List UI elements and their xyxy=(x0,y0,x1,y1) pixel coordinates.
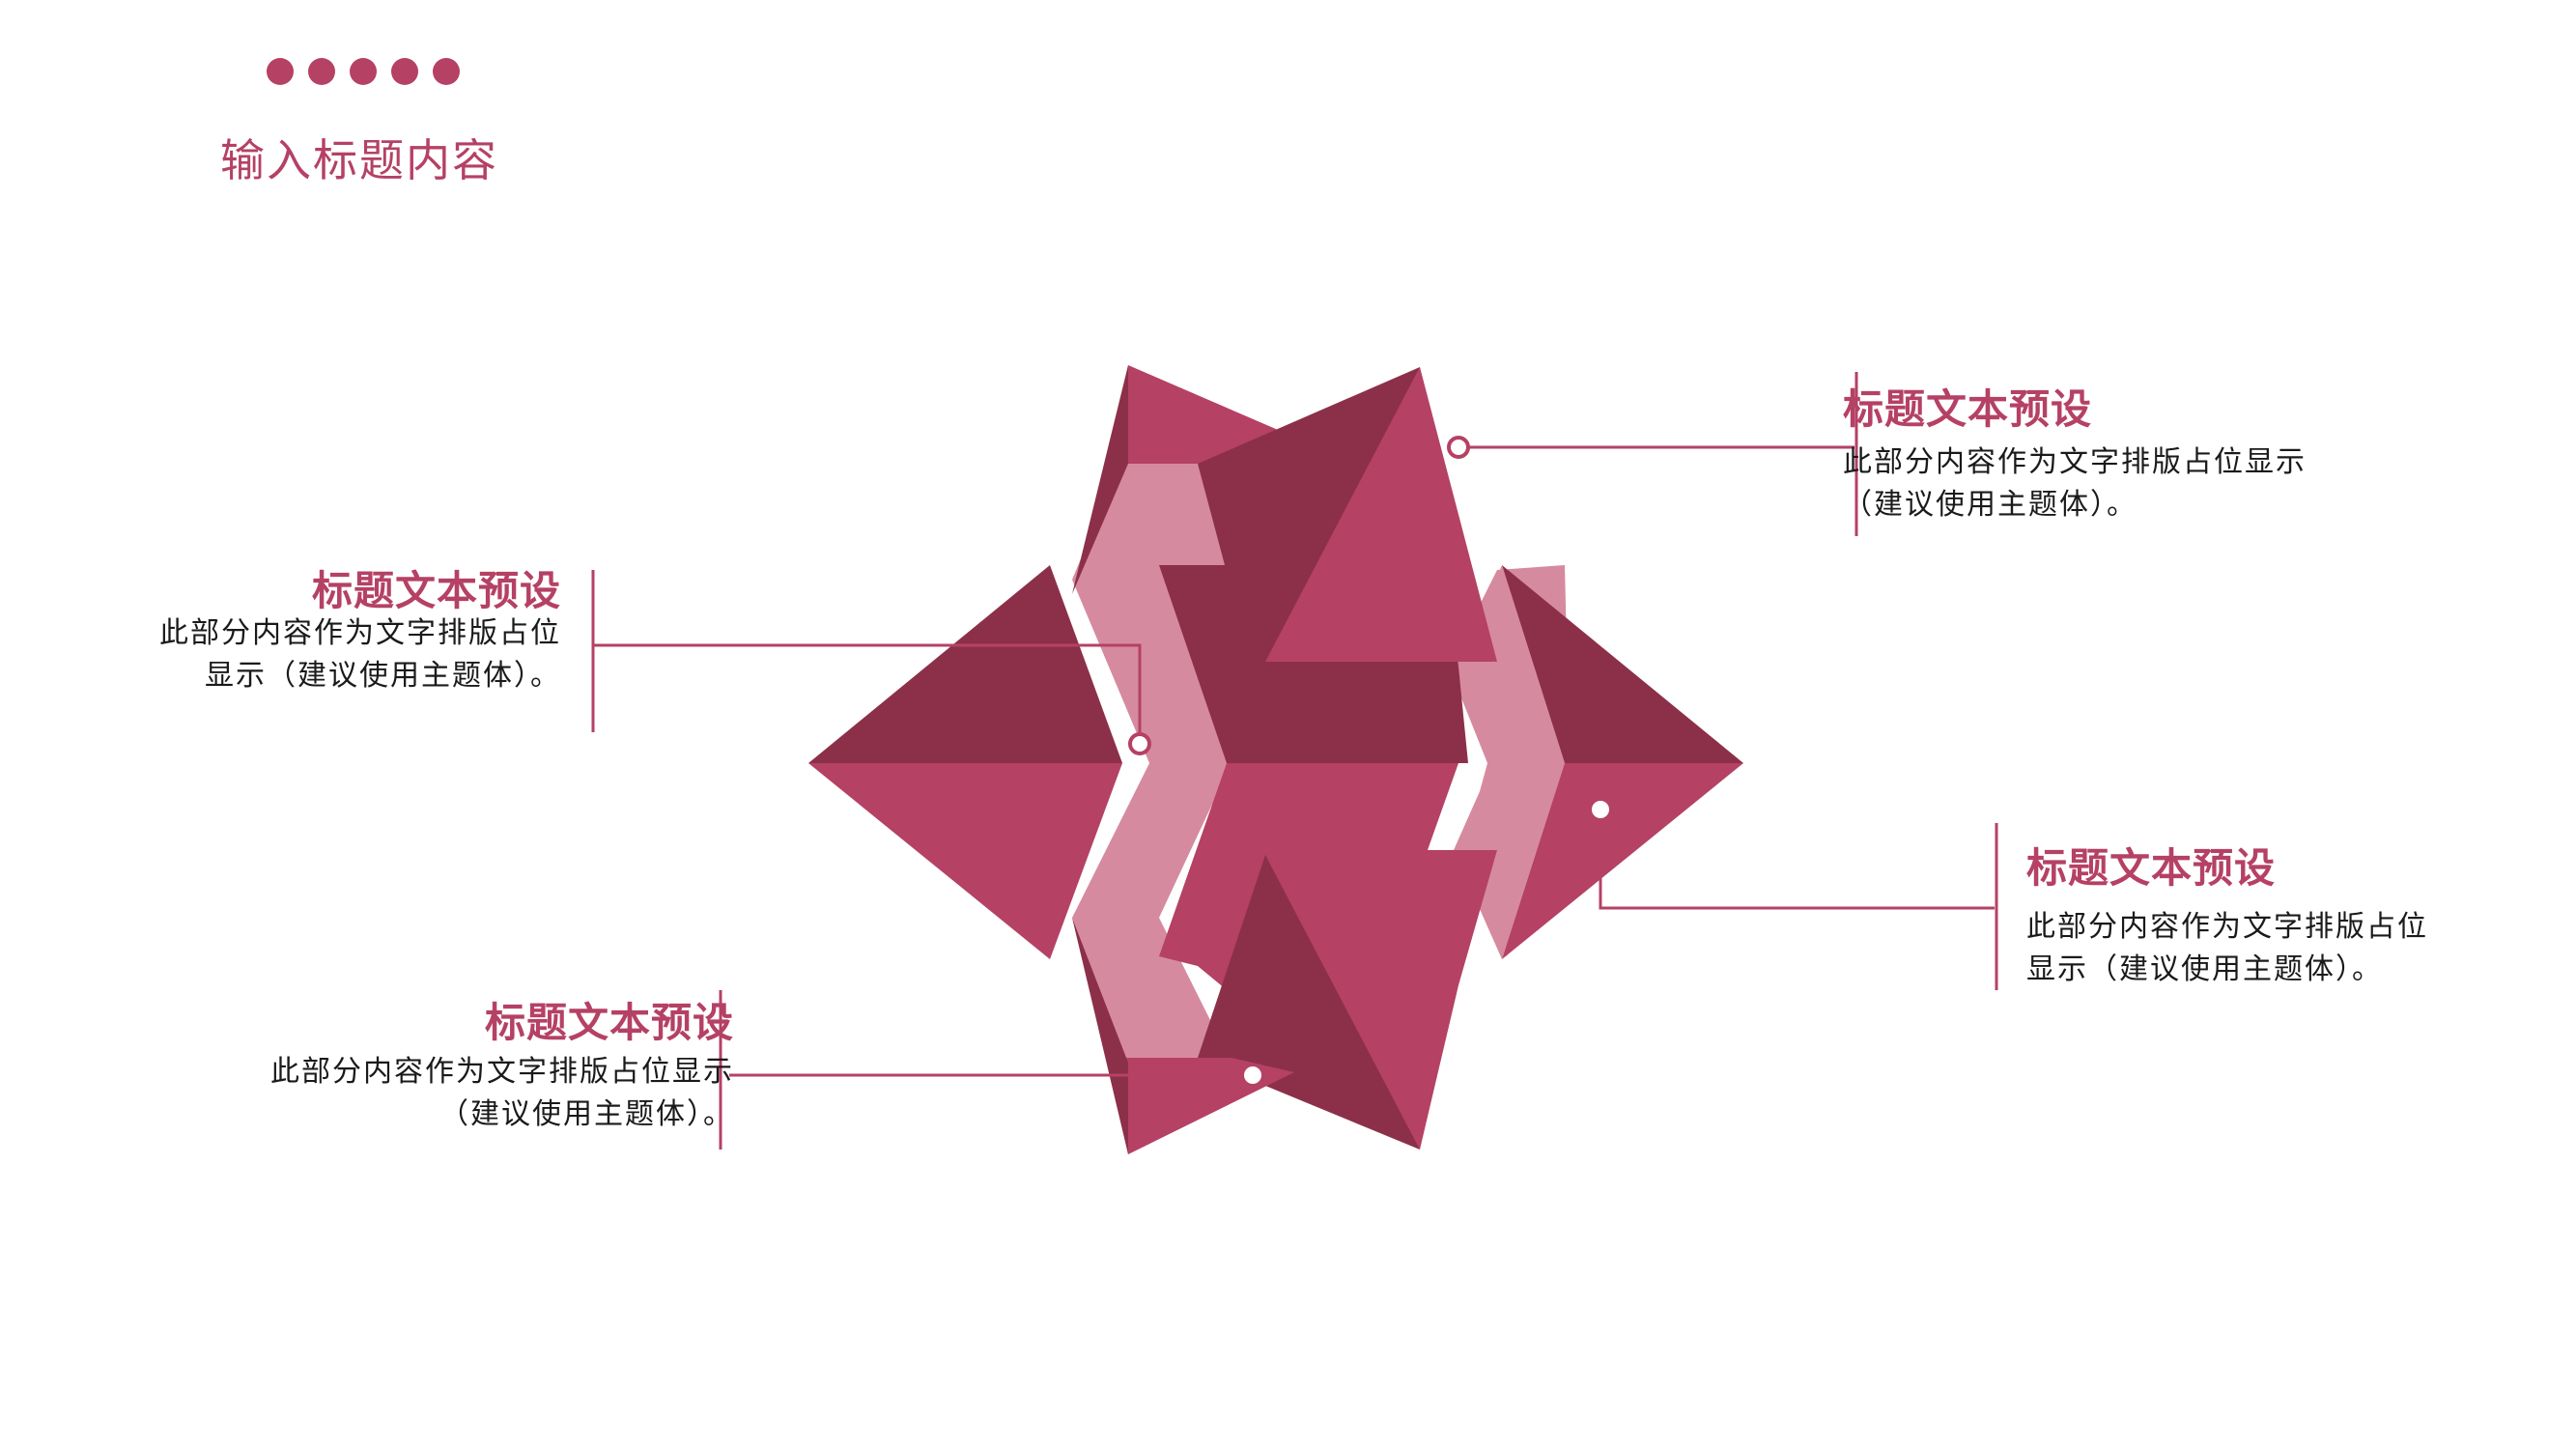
connector-dot xyxy=(1592,801,1609,818)
card-title-left: 标题文本预设 xyxy=(311,567,561,614)
top-left-edge xyxy=(1072,365,1128,594)
card-line: 此部分内容作为文字排版占位 xyxy=(159,616,561,650)
card-title-right: 标题文本预设 xyxy=(2026,844,2277,892)
left-arrow-top xyxy=(808,565,1122,763)
central-lower-shape xyxy=(1159,763,1497,1150)
top-left-piece xyxy=(1128,365,1285,464)
card-line: 显示（建议使用主题体）。 xyxy=(205,659,561,693)
card-body-right: 此部分内容作为文字排版占位 显示（建议使用主题体）。 xyxy=(2026,906,2428,991)
connector-left xyxy=(594,643,1142,744)
connector-right xyxy=(1599,810,1995,910)
card-body-bottom-left: 此部分内容作为文字排版占位显示 （建议使用主题体）。 xyxy=(270,1051,734,1136)
card-line: 此部分内容作为文字排版占位显示 xyxy=(1843,445,2307,479)
connector-dot xyxy=(1128,732,1151,755)
card-body-top-right: 此部分内容作为文字排版占位显示 （建议使用主题体）。 xyxy=(1843,441,2307,526)
card-line: （建议使用主题体）。 xyxy=(439,1097,734,1131)
header-dot xyxy=(308,58,335,85)
card-line: 此部分内容作为文字排版占位显示 xyxy=(270,1055,734,1089)
right-arrow-bottom xyxy=(1502,763,1743,959)
header-dot xyxy=(267,58,294,85)
light-band-left xyxy=(1072,464,1246,1063)
card-line: 显示（建议使用主题体）。 xyxy=(2026,952,2383,986)
bottom-left-piece xyxy=(1120,1058,1294,1154)
card-title-bottom-left: 标题文本预设 xyxy=(484,999,734,1046)
page-title: 输入标题内容 xyxy=(220,134,498,186)
left-arrow-bottom xyxy=(808,763,1122,959)
bottom-left-edge xyxy=(1072,918,1128,1154)
card-body-left: 此部分内容作为文字排版占位 显示（建议使用主题体）。 xyxy=(159,612,561,697)
header-dot xyxy=(391,58,418,85)
right-arrow-top xyxy=(1502,565,1743,763)
card-title-top-right: 标题文本预设 xyxy=(1843,385,2093,433)
header-dot xyxy=(433,58,460,85)
header-dot xyxy=(350,58,377,85)
connector-dot xyxy=(1447,436,1470,459)
card-line: （建议使用主题体）。 xyxy=(1843,488,2137,522)
card-line: 此部分内容作为文字排版占位 xyxy=(2026,910,2428,944)
connector-dot xyxy=(1244,1066,1261,1084)
top-right-triangle xyxy=(1265,367,1497,662)
